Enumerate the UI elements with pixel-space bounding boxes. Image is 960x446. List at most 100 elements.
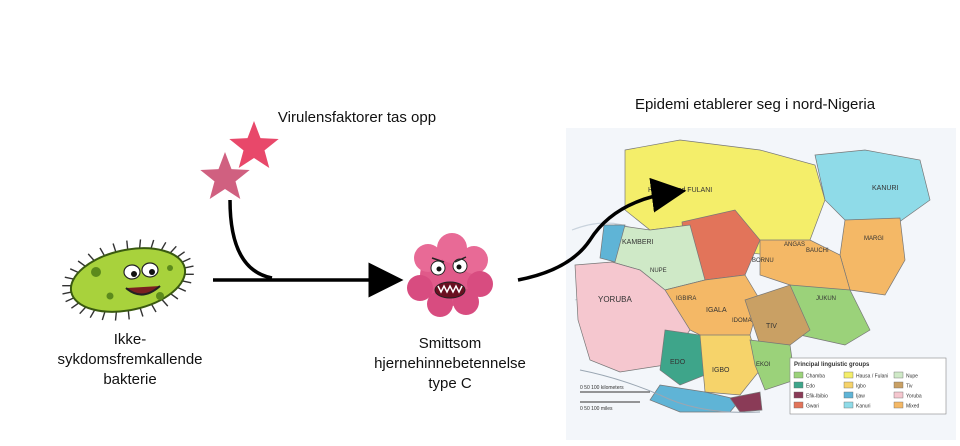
bacterium-hair bbox=[176, 251, 186, 258]
map-label: IDOMA bbox=[732, 318, 752, 324]
bacterium-hair bbox=[161, 298, 169, 307]
bacterium-spot bbox=[167, 265, 173, 271]
bacterium-spot bbox=[91, 267, 101, 277]
bacterium-hair bbox=[99, 247, 106, 257]
virus-pupil bbox=[436, 266, 442, 272]
meningitis-label-line: Smittsom bbox=[418, 335, 482, 352]
virus-bump bbox=[467, 271, 493, 297]
legend-swatch bbox=[843, 371, 854, 379]
legend-label: Tiv bbox=[906, 384, 913, 390]
bacterium-hair bbox=[62, 291, 72, 295]
bacterium-label-line: sykdomsfremkallende bbox=[57, 351, 203, 368]
bacterium-hair bbox=[138, 239, 142, 249]
spread-arrow bbox=[517, 177, 687, 282]
legend-label: Ijaw bbox=[856, 394, 865, 400]
legend-label: Kanuri bbox=[856, 404, 870, 410]
bacterium-hair bbox=[101, 311, 106, 321]
coastline bbox=[579, 369, 761, 413]
legend-swatch bbox=[793, 381, 804, 389]
bacterium-hair bbox=[112, 243, 117, 253]
bacterium-pupil bbox=[131, 271, 137, 277]
legend-swatch bbox=[893, 391, 904, 399]
epidemic-label: Epidemi etablerer seg i nord-Nigeria bbox=[634, 96, 876, 113]
bacterium-spot bbox=[106, 292, 114, 300]
legend-box bbox=[789, 357, 947, 415]
bacterium-hair bbox=[150, 303, 157, 313]
legend-label: Igbo bbox=[856, 384, 866, 390]
bacterium-icon bbox=[62, 239, 194, 321]
map-label: IGALA bbox=[706, 307, 727, 314]
virus-bump bbox=[437, 233, 467, 263]
bacterium-hair bbox=[139, 307, 144, 317]
region-kanuri bbox=[814, 149, 931, 226]
meningitis-label-line: type C bbox=[428, 375, 472, 392]
scale-mi-label: 0 50 100 miles bbox=[580, 406, 613, 412]
virus-bump bbox=[407, 275, 433, 301]
map-label: ANGAS bbox=[784, 242, 805, 248]
star-icon bbox=[200, 152, 250, 199]
bacterium-hair bbox=[182, 280, 192, 284]
legend-swatch bbox=[843, 391, 854, 399]
bacterium-hair bbox=[184, 265, 194, 269]
bacterium-hair bbox=[177, 286, 187, 292]
map-label: EKOI bbox=[756, 362, 771, 368]
legend-swatch bbox=[843, 401, 854, 409]
map-label: KANURI bbox=[872, 185, 899, 192]
legend-swatch bbox=[793, 391, 804, 399]
virulence-uptake-arrow bbox=[228, 199, 273, 280]
bacterium-hair bbox=[169, 245, 177, 254]
map-label: BAUCHI bbox=[806, 248, 829, 254]
legend-swatch bbox=[793, 371, 804, 379]
legend-label: Mixed bbox=[906, 404, 920, 410]
region-efik bbox=[729, 391, 763, 413]
legend-swatch bbox=[893, 371, 904, 379]
star-icon bbox=[229, 121, 279, 168]
legend-label: Edo bbox=[806, 384, 815, 390]
map-label: YORUBA bbox=[598, 295, 632, 304]
map-label: IGBO bbox=[712, 367, 730, 374]
bacterium-hair bbox=[87, 253, 95, 262]
legend-swatch bbox=[893, 401, 904, 409]
map-label: BORNU bbox=[752, 258, 774, 264]
bacterium-hair bbox=[69, 268, 79, 274]
bacterium-hair bbox=[181, 257, 191, 263]
scale-km-label: 0 50 100 kilometers bbox=[580, 385, 624, 391]
bacterium-spot bbox=[156, 292, 164, 300]
region-tiv bbox=[744, 284, 811, 346]
legend-label: Chamba bbox=[806, 374, 825, 380]
meningitis-label: Smittsom hjernehinnebetennelse type C bbox=[350, 334, 550, 394]
map-label: HAUSA and FULANI bbox=[648, 187, 712, 194]
legend-label: Efik-Ibibio bbox=[806, 394, 828, 400]
bacterium-hair bbox=[65, 297, 75, 303]
nigeria-map: HAUSA and FULANI KANURI KAMBERI NUPE BOR… bbox=[566, 128, 956, 440]
region-igbo bbox=[699, 334, 761, 396]
bacterium-hair bbox=[64, 276, 74, 280]
virus-teeth bbox=[437, 284, 463, 294]
virus-icon bbox=[407, 233, 493, 317]
bacterium-hair bbox=[70, 302, 80, 309]
virus-brow bbox=[431, 256, 467, 263]
bacterium-hair bbox=[126, 240, 129, 250]
region-ijaw-west bbox=[599, 224, 626, 263]
map-label: JUKUN bbox=[816, 296, 836, 302]
map-label: EDO bbox=[670, 359, 686, 366]
bacterium-hair bbox=[77, 260, 86, 267]
legend-swatch bbox=[793, 401, 804, 409]
bacterium-mouth bbox=[125, 285, 161, 296]
bacterium-label-line: Ikke- bbox=[113, 331, 147, 348]
bacterium-pupil bbox=[149, 269, 155, 275]
bacterium-hair bbox=[79, 306, 87, 315]
legend-swatch bbox=[843, 381, 854, 389]
bacterium-hair bbox=[170, 293, 179, 300]
region-edo bbox=[659, 329, 706, 386]
region-ekoi bbox=[749, 339, 796, 391]
meningitis-label-line: hjernehinnebetennelse bbox=[374, 355, 526, 372]
legend-label: Hausa / Fulani bbox=[856, 374, 888, 380]
map-label: TIV bbox=[766, 323, 777, 330]
bacterium-hair bbox=[114, 311, 118, 321]
legend-label: Nupe bbox=[906, 374, 918, 380]
legend-swatch bbox=[893, 381, 904, 389]
virulence-label: Virulensfaktorer tas opp bbox=[277, 109, 437, 126]
